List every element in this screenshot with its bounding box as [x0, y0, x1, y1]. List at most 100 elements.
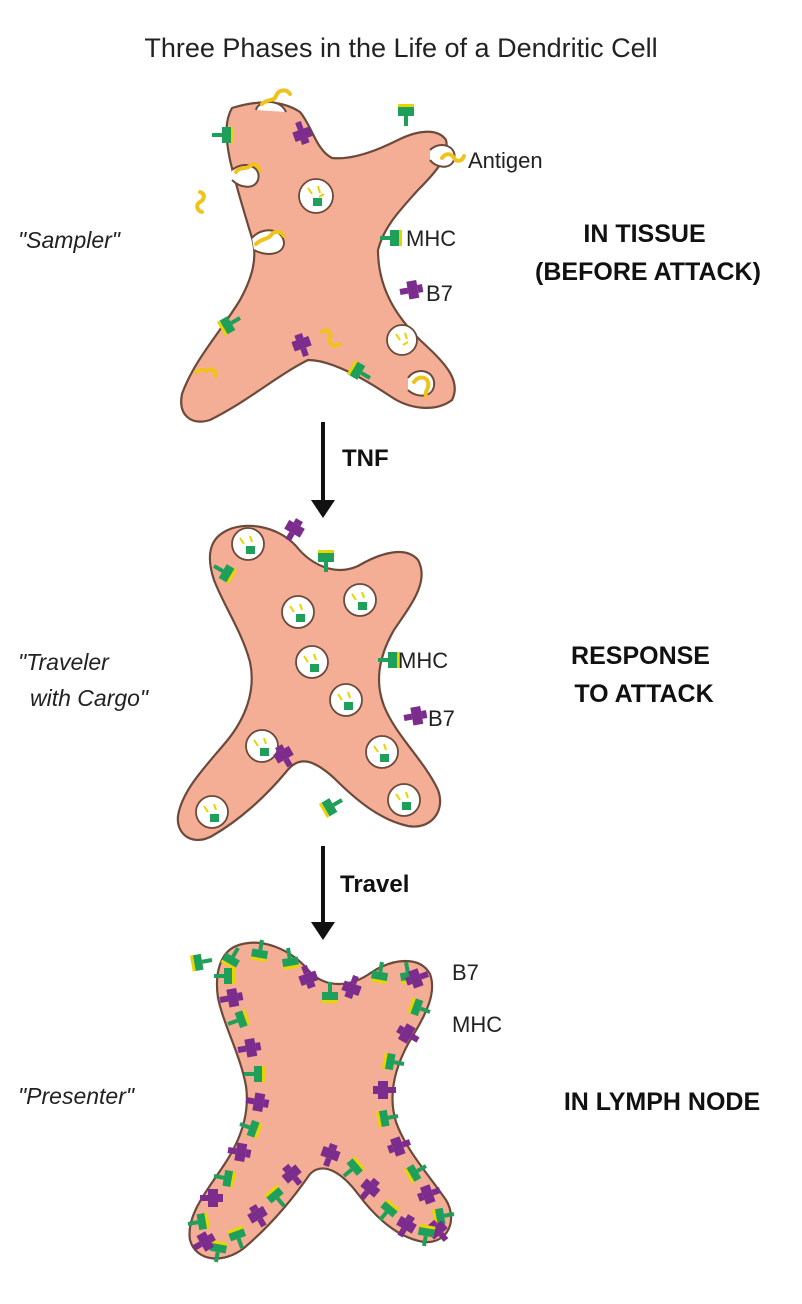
- mhc-receptor-icon: [212, 127, 234, 143]
- cargo-vesicle: [329, 683, 363, 717]
- antigen-icon: [260, 88, 292, 106]
- mhc-receptor-icon: [244, 1066, 265, 1082]
- mhc-label: MHC: [398, 648, 448, 673]
- mhc-receptor-icon: [214, 968, 235, 984]
- mhc-receptor-icon: [417, 1223, 436, 1247]
- cargo-vesicle: [295, 645, 329, 679]
- mhc-receptor-icon: [431, 1207, 455, 1226]
- role-label-presenter: "Presenter": [18, 1083, 136, 1109]
- b7-receptor-icon: [298, 964, 319, 989]
- b7-receptor-icon: [273, 744, 294, 768]
- antigen-label: Antigen: [468, 148, 543, 173]
- stage-sampler: Antigen MHC B7 "Sampler" IN TISSUE (BEFO…: [18, 88, 761, 423]
- arrow-label-travel: Travel: [340, 871, 409, 898]
- cargo-vesicle: [365, 735, 399, 769]
- cargo-vesicle: [343, 583, 377, 617]
- role-label-line: "Traveler: [18, 649, 110, 675]
- mhc-receptor-icon: [318, 550, 334, 572]
- b7-receptor-icon: [284, 518, 305, 542]
- mhc-receptor-icon: [189, 953, 213, 972]
- mhc-receptor-icon: [281, 947, 300, 971]
- phase-label-line: RESPONSE: [571, 642, 710, 670]
- mhc-receptor-icon: [187, 1212, 211, 1231]
- b7-receptor-icon: [291, 333, 312, 358]
- b7-receptor-icon: [341, 974, 362, 999]
- phase-label-lymph-node: IN LYMPH NODE: [564, 1088, 760, 1116]
- presenter-receptors: [187, 939, 455, 1263]
- cargo-vesicle: [387, 783, 421, 817]
- presenter-cell-body: [188, 941, 453, 1260]
- b7-receptor-icon: [405, 968, 430, 989]
- b7-receptor-icon: [245, 1092, 270, 1112]
- antigen-icon: [194, 367, 218, 378]
- phase-label-line: (BEFORE ATTACK): [535, 258, 761, 286]
- arrow-tnf: TNF: [311, 422, 389, 518]
- b7-receptor-icon: [281, 1163, 303, 1186]
- role-label-line: with Cargo": [30, 685, 150, 711]
- b7-receptor-icon: [237, 1038, 262, 1058]
- phase-label-line: TO ATTACK: [574, 680, 713, 708]
- mhc-receptor-icon: [370, 961, 389, 985]
- mhc-receptor-icon: [403, 1164, 427, 1184]
- b7-receptor-icon: [396, 1214, 417, 1238]
- antigen-icon: [412, 375, 431, 398]
- antigen-icon: [254, 229, 286, 246]
- phase-label-line: IN TISSUE: [583, 220, 705, 248]
- mhc-receptor-icon: [213, 564, 238, 584]
- arrow-travel: Travel: [311, 846, 409, 940]
- phase-label-response: RESPONSE TO ATTACK: [571, 642, 717, 708]
- antigen-icon: [234, 162, 262, 174]
- cargo-vesicle: [281, 595, 315, 629]
- role-label-sampler: "Sampler": [18, 227, 122, 253]
- b7-receptor-icon: [219, 988, 244, 1008]
- b7-label: B7: [426, 281, 453, 306]
- stage-presenter: B7 MHC "Presenter" IN LYMPH NODE: [18, 939, 760, 1263]
- b7-receptor-icon: [359, 1177, 381, 1200]
- cargo-vesicle: [245, 729, 279, 763]
- mhc-receptor-icon: [407, 997, 431, 1017]
- phase-label-in-tissue: IN TISSUE (BEFORE ATTACK): [535, 220, 761, 286]
- mhc-label: MHC: [406, 226, 456, 251]
- role-label-traveler: "Traveler with Cargo": [18, 649, 150, 711]
- mhc-receptor-icon: [318, 798, 343, 818]
- mhc-receptor-icon: [220, 947, 240, 971]
- mhc-receptor-icon: [209, 1239, 228, 1263]
- cargo-vesicle: [231, 527, 265, 561]
- mhc-receptor-icon: [378, 1198, 400, 1222]
- b7-receptor-icon: [417, 1184, 442, 1205]
- b7-receptor-icon: [399, 280, 424, 300]
- b7-receptor-icon: [387, 1136, 412, 1157]
- mhc-receptor-icon: [380, 230, 402, 246]
- mhc-receptor-icon: [375, 1109, 399, 1128]
- mhc-receptor-icon: [227, 1225, 247, 1249]
- b7-receptor-icon: [403, 706, 428, 726]
- mhc-receptor-icon: [378, 652, 400, 668]
- mhc-receptor-icon: [213, 1169, 237, 1188]
- arrow-label-tnf: TNF: [342, 445, 389, 472]
- b7-receptor-icon: [247, 1204, 268, 1228]
- mhc-receptor-icon: [342, 1156, 366, 1178]
- sampler-pocket: [251, 229, 286, 255]
- antigen-vesicle: [386, 324, 418, 356]
- b7-receptor-icon: [396, 1023, 420, 1044]
- mhc-receptor-icon: [381, 1052, 405, 1071]
- diagram-title: Three Phases in the Life of a Dendritic …: [144, 33, 657, 63]
- mhc-receptor-icon: [227, 1009, 251, 1029]
- antigen-icon: [195, 190, 206, 214]
- stage-traveler: MHC B7 "Traveler with Cargo" RESPONSE TO…: [18, 518, 717, 842]
- mhc-receptor-icon: [264, 1184, 286, 1208]
- cargo-vesicle: [195, 795, 229, 829]
- mhc-label: MHC: [452, 1012, 502, 1037]
- b7-receptor-icon: [373, 1081, 396, 1099]
- b7-receptor-icon: [192, 1231, 216, 1252]
- mhc-receptor-icon: [216, 316, 241, 336]
- b7-receptor-icon: [292, 120, 313, 145]
- mhc-receptor-icon: [239, 1119, 263, 1139]
- mhc-receptor-icon: [346, 360, 371, 380]
- b7-label: B7: [428, 706, 455, 731]
- mhc-receptor-icon: [322, 982, 338, 1003]
- b7-receptor-icon: [320, 1143, 341, 1168]
- b7-receptor-icon: [200, 1189, 223, 1207]
- antigen-icon: [440, 152, 466, 163]
